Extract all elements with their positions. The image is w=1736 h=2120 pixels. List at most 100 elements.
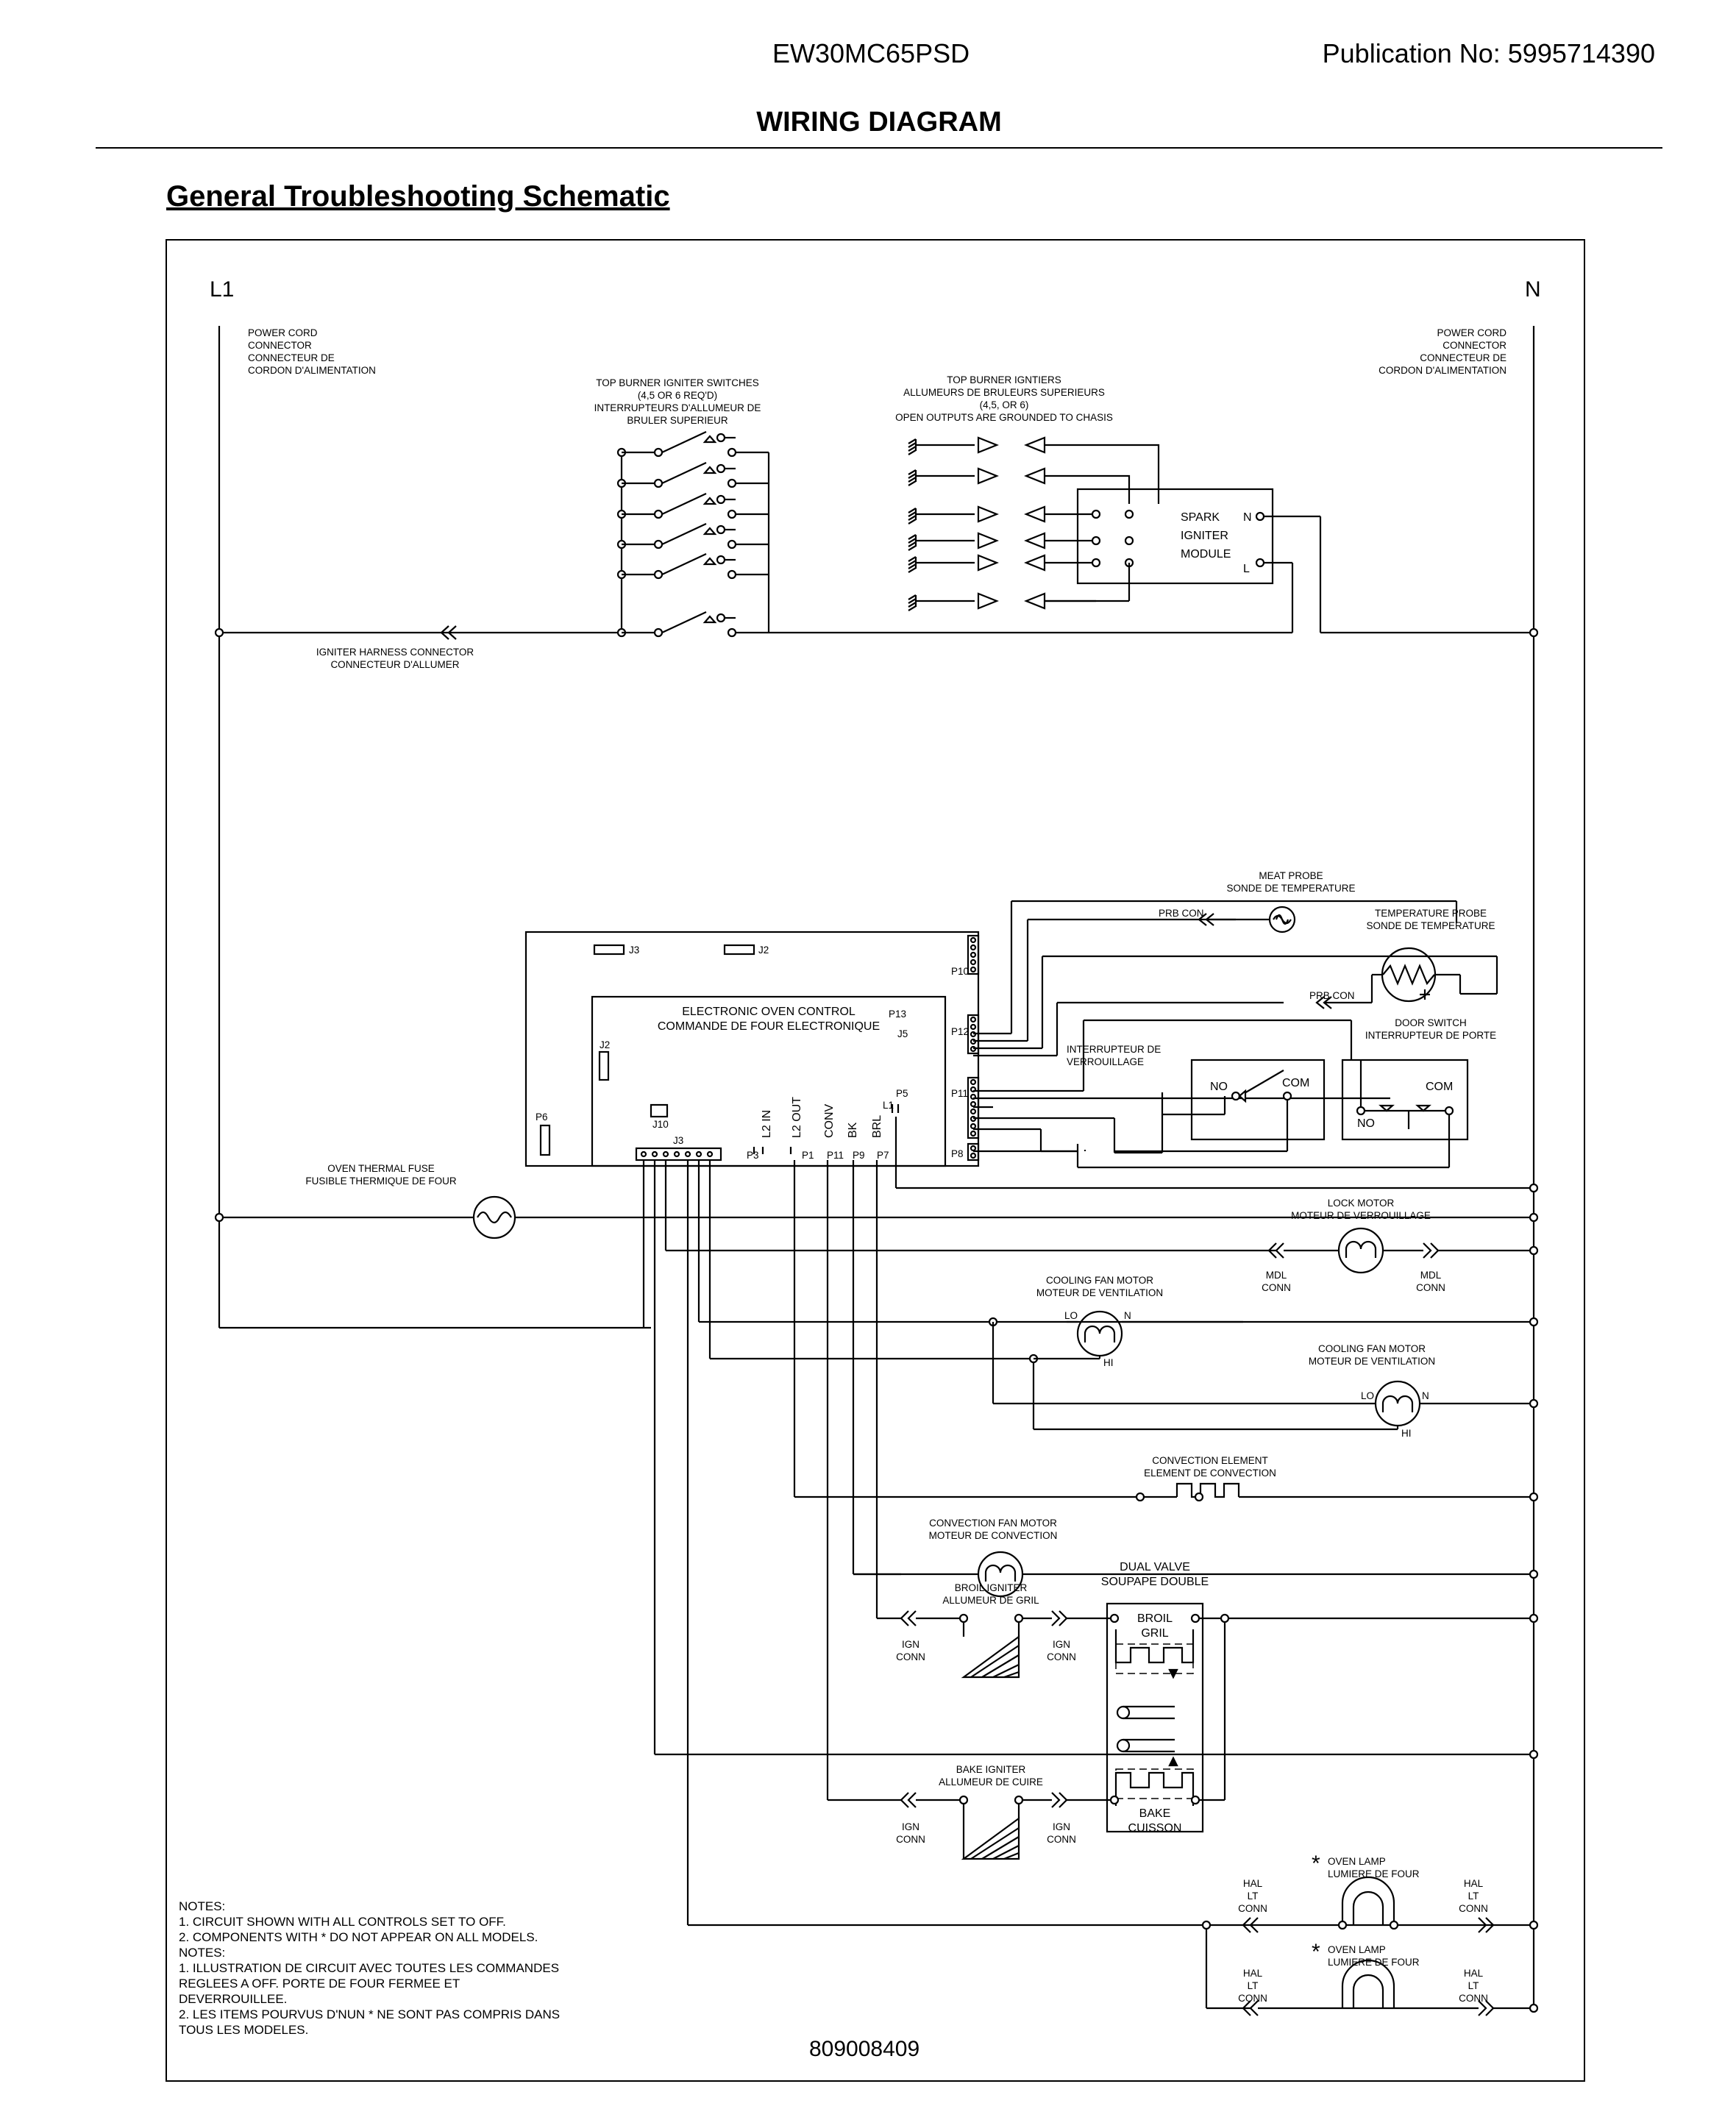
note-line-9: TOUS LES MODELES. xyxy=(179,2023,308,2037)
igniter-switch-3 xyxy=(616,493,769,519)
svg-text:PRB CON: PRB CON xyxy=(1309,990,1355,1001)
svg-text:N: N xyxy=(1422,1390,1429,1401)
oven-lamp-2 xyxy=(1206,1959,1534,2016)
svg-text:TOP BURNER IGNITER SWITCHES: TOP BURNER IGNITER SWITCHES xyxy=(596,377,759,388)
svg-text:CONN: CONN xyxy=(1416,1282,1445,1293)
svg-text:COM: COM xyxy=(1426,1081,1453,1093)
igniter-harness-label: IGNITER HARNESS CONNECTOR CONNECTEUR D'A… xyxy=(316,647,474,670)
svg-text:INTERRUPTEURS D'ALLUMEUR DE: INTERRUPTEURS D'ALLUMEUR DE xyxy=(594,402,761,413)
svg-text:CONN: CONN xyxy=(1238,1993,1267,2004)
svg-text:OVEN THERMAL FUSE: OVEN THERMAL FUSE xyxy=(327,1163,435,1174)
svg-text:J10: J10 xyxy=(652,1119,669,1130)
svg-text:J5: J5 xyxy=(897,1028,908,1039)
svg-text:HAL: HAL xyxy=(1464,1878,1484,1889)
diagram-title: WIRING DIAGRAM xyxy=(756,107,1002,138)
svg-text:P13: P13 xyxy=(889,1009,906,1020)
svg-text:J2: J2 xyxy=(600,1039,610,1050)
svg-text:COOLING FAN MOTOR: COOLING FAN MOTOR xyxy=(1318,1343,1426,1354)
svg-text:MOTEUR DE VERROUILLAGE: MOTEUR DE VERROUILLAGE xyxy=(1291,1210,1431,1221)
svg-text:P10: P10 xyxy=(951,966,969,977)
igniter-switch-2 xyxy=(616,462,769,488)
lock-motor-label: LOCK MOTOR MOTEUR DE VERROUILLAGE MDL CO… xyxy=(1262,1198,1445,1293)
svg-text:BRL: BRL xyxy=(871,1115,883,1138)
svg-text:MOTEUR DE VENTILATION: MOTEUR DE VENTILATION xyxy=(1036,1287,1163,1298)
oven-lamp-1 xyxy=(1205,1876,1495,2008)
igniter-switches-label: TOP BURNER IGNITER SWITCHES (4,5 OR 6 RE… xyxy=(594,377,761,426)
svg-text:HAL: HAL xyxy=(1243,1968,1263,1979)
convection-element xyxy=(1135,1482,1534,1502)
j3-connector-pins xyxy=(640,1150,714,1158)
svg-text:CONN: CONN xyxy=(1238,1903,1267,1914)
note-line-4: NOTES: xyxy=(179,1946,225,1960)
hal-lt-conn-labels: HAL LT CONN HAL LT CONN HAL LT CONN HAL … xyxy=(1238,1878,1488,2004)
svg-text:SONDE DE TEMPERATURE: SONDE DE TEMPERATURE xyxy=(1226,883,1355,894)
svg-text:LO: LO xyxy=(1361,1390,1374,1401)
svg-text:PRB CON: PRB CON xyxy=(1159,908,1204,919)
igniter-harness-connector xyxy=(440,625,457,640)
svg-text:IGN: IGN xyxy=(1053,1821,1070,1832)
note-line-1: NOTES: xyxy=(179,1899,225,1913)
svg-text:MEAT PROBE: MEAT PROBE xyxy=(1259,870,1323,881)
section-title: General Troubleshooting Schematic xyxy=(166,180,670,213)
svg-text:P7: P7 xyxy=(877,1150,889,1161)
igniter-switch-6 xyxy=(616,611,769,638)
svg-text:MDL: MDL xyxy=(1266,1270,1287,1281)
svg-text:HI: HI xyxy=(1103,1357,1114,1368)
note-line-8: 2. LES ITEMS POURVUS D'NUN * NE SONT PAS… xyxy=(179,2007,560,2021)
svg-text:COMMANDE DE FOUR ELECTRONIQUE: COMMANDE DE FOUR ELECTRONIQUE xyxy=(658,1020,880,1033)
svg-text:P6: P6 xyxy=(536,1111,548,1123)
svg-text:VERROUILLAGE: VERROUILLAGE xyxy=(1067,1056,1144,1067)
svg-text:*: * xyxy=(1312,1852,1320,1876)
svg-text:J3: J3 xyxy=(629,945,639,956)
svg-text:MOTEUR DE CONVECTION: MOTEUR DE CONVECTION xyxy=(929,1530,1058,1541)
svg-text:CONNECTEUR DE: CONNECTEUR DE xyxy=(1420,352,1506,363)
svg-text:CONN: CONN xyxy=(896,1834,925,1845)
svg-text:SPARK: SPARK xyxy=(1181,511,1220,524)
svg-text:IGN: IGN xyxy=(902,1639,919,1650)
svg-text:L: L xyxy=(1243,563,1250,575)
svg-text:TOP BURNER IGNTIERS: TOP BURNER IGNTIERS xyxy=(947,374,1061,385)
door-switch xyxy=(1076,1059,1469,1169)
publication-number: Publication No: 5995714390 xyxy=(1322,38,1655,68)
meat-probe xyxy=(1198,906,1296,933)
model-number: EW30MC65PSD xyxy=(772,38,970,68)
svg-text:SONDE DE TEMPERATURE: SONDE DE TEMPERATURE xyxy=(1366,920,1495,931)
svg-text:LT: LT xyxy=(1248,1980,1259,1991)
svg-text:LOCK MOTOR: LOCK MOTOR xyxy=(1328,1198,1395,1209)
header-rule xyxy=(96,147,1662,149)
igniter-row-2 xyxy=(908,467,1096,486)
temperature-probe-label: TEMPERATURE PROBE SONDE DE TEMPERATURE xyxy=(1366,908,1495,931)
svg-text:HAL: HAL xyxy=(1243,1878,1263,1889)
svg-text:MOTEUR DE VENTILATION: MOTEUR DE VENTILATION xyxy=(1309,1356,1435,1367)
svg-text:HAL: HAL xyxy=(1464,1968,1484,1979)
cooling-fan-motor-1 xyxy=(988,1310,1534,1431)
svg-text:NO: NO xyxy=(1210,1081,1228,1093)
svg-text:CONNECTEUR D'ALLUMER: CONNECTEUR D'ALLUMER xyxy=(330,659,459,670)
note-line-3: 2. COMPONENTS WITH * DO NOT APPEAR ON AL… xyxy=(179,1930,538,1944)
igniter-row-4 xyxy=(908,532,1096,551)
svg-text:IGN: IGN xyxy=(1053,1639,1070,1650)
load-wiring xyxy=(219,1117,1534,1927)
svg-text:INTERRUPTEUR DE PORTE: INTERRUPTEUR DE PORTE xyxy=(1365,1030,1496,1041)
svg-text:(4,5, OR 6): (4,5, OR 6) xyxy=(980,399,1029,410)
dual-valve xyxy=(1106,1602,1534,1833)
svg-text:DOOR SWITCH: DOOR SWITCH xyxy=(1395,1017,1467,1028)
bake-igniter xyxy=(900,1792,1111,1860)
svg-text:L2 IN: L2 IN xyxy=(761,1110,773,1138)
convection-fan-motor xyxy=(853,1551,1534,1598)
svg-text:OVEN LAMP: OVEN LAMP xyxy=(1328,1944,1386,1955)
neutral-junctions xyxy=(214,627,1539,2013)
oven-lamp-labels: * OVEN LAMP LUMIERE DE FOUR * OVEN LAMP … xyxy=(1312,1852,1420,1968)
schematic-frame xyxy=(166,239,1585,2082)
note-line-2: 1. CIRCUIT SHOWN WITH ALL CONTROLS SET T… xyxy=(179,1915,506,1929)
svg-text:J3: J3 xyxy=(673,1135,683,1146)
svg-text:LT: LT xyxy=(1248,1890,1259,1902)
note-line-7: DEVERROUILLEE. xyxy=(179,1992,287,2006)
svg-text:BRULER SUPERIEUR: BRULER SUPERIEUR xyxy=(627,415,728,426)
svg-text:CONN: CONN xyxy=(1459,1903,1488,1914)
svg-text:CONV: CONV xyxy=(823,1103,836,1138)
svg-text:IGNITER: IGNITER xyxy=(1181,530,1228,542)
svg-text:P8: P8 xyxy=(951,1148,964,1159)
svg-text:DUAL VALVE: DUAL VALVE xyxy=(1120,1561,1190,1573)
svg-text:N: N xyxy=(1124,1310,1131,1321)
